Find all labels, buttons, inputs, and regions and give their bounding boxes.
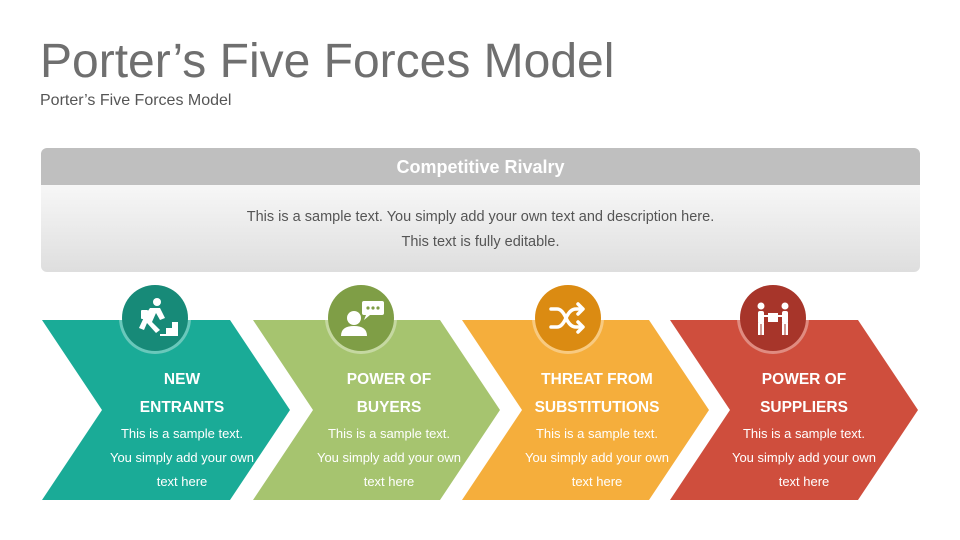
- force-title-line-1: NEW: [163, 371, 201, 388]
- force-power-of-buyers: POWER OF BUYERS This is a sample text. Y…: [289, 366, 489, 494]
- force-desc-line-3: text here: [363, 474, 415, 489]
- force-new-entrants: NEW ENTRANTS This is a sample text. You …: [82, 366, 282, 494]
- force-title-line-2: SUPPLIERS: [760, 399, 848, 416]
- force-desc-line-3: text here: [156, 474, 208, 489]
- rivalry-text-line-1: This is a sample text. You simply add yo…: [246, 209, 715, 225]
- force-desc-line-1: This is a sample text.: [535, 426, 659, 441]
- rivalry-body: This is a sample text. You simply add yo…: [41, 185, 920, 272]
- competitive-rivalry-panel: Competitive Rivalry This is a sample tex…: [41, 148, 920, 272]
- chevron-new-entrants: [42, 320, 290, 500]
- badge-new-entrants: [119, 282, 191, 354]
- rivalry-title: Competitive Rivalry: [41, 148, 920, 185]
- force-threat-from-substitutions: THREAT FROM SUBSTITUTIONS This is a samp…: [497, 366, 697, 494]
- force-desc-line-2: You simply add your own: [316, 450, 462, 465]
- force-title-line-1: POWER OF: [761, 371, 847, 388]
- page-subtitle: Porter’s Five Forces Model: [40, 92, 232, 109]
- force-title-line-2: ENTRANTS: [139, 399, 225, 416]
- badge-power-of-suppliers: [737, 282, 809, 354]
- people-exchange-box-icon: [757, 302, 789, 335]
- person-speech-bubble-icon: [341, 301, 384, 336]
- force-desc-line-1: This is a sample text.: [742, 426, 866, 441]
- force-desc-line-1: This is a sample text.: [327, 426, 451, 441]
- badge-threat-from-substitutions: [532, 282, 604, 354]
- force-desc-line-2: You simply add your own: [731, 450, 877, 465]
- rivalry-text-line-2: This text is fully editable.: [401, 234, 560, 250]
- force-desc-line-3: text here: [778, 474, 830, 489]
- chevron-threat-from-substitutions: [462, 320, 709, 500]
- force-desc-line-2: You simply add your own: [109, 450, 255, 465]
- force-title-line-2: SUBSTITUTIONS: [534, 399, 660, 416]
- force-desc-line-3: text here: [571, 474, 623, 489]
- force-desc-line-1: This is a sample text.: [120, 426, 244, 441]
- force-desc-line-2: You simply add your own: [524, 450, 670, 465]
- badge-power-of-buyers: [325, 282, 397, 354]
- force-title-line-2: BUYERS: [356, 399, 422, 416]
- force-power-of-suppliers: POWER OF SUPPLIERS This is a sample text…: [704, 366, 904, 494]
- chevron-power-of-suppliers: [670, 320, 918, 500]
- page-title: Porter’s Five Forces Model: [40, 35, 615, 88]
- person-climbing-stairs-icon: [139, 298, 178, 336]
- force-title-line-1: THREAT FROM: [541, 371, 653, 388]
- shuffle-icon: [549, 302, 585, 334]
- chevron-power-of-buyers: [253, 320, 500, 500]
- force-title-line-1: POWER OF: [346, 371, 432, 388]
